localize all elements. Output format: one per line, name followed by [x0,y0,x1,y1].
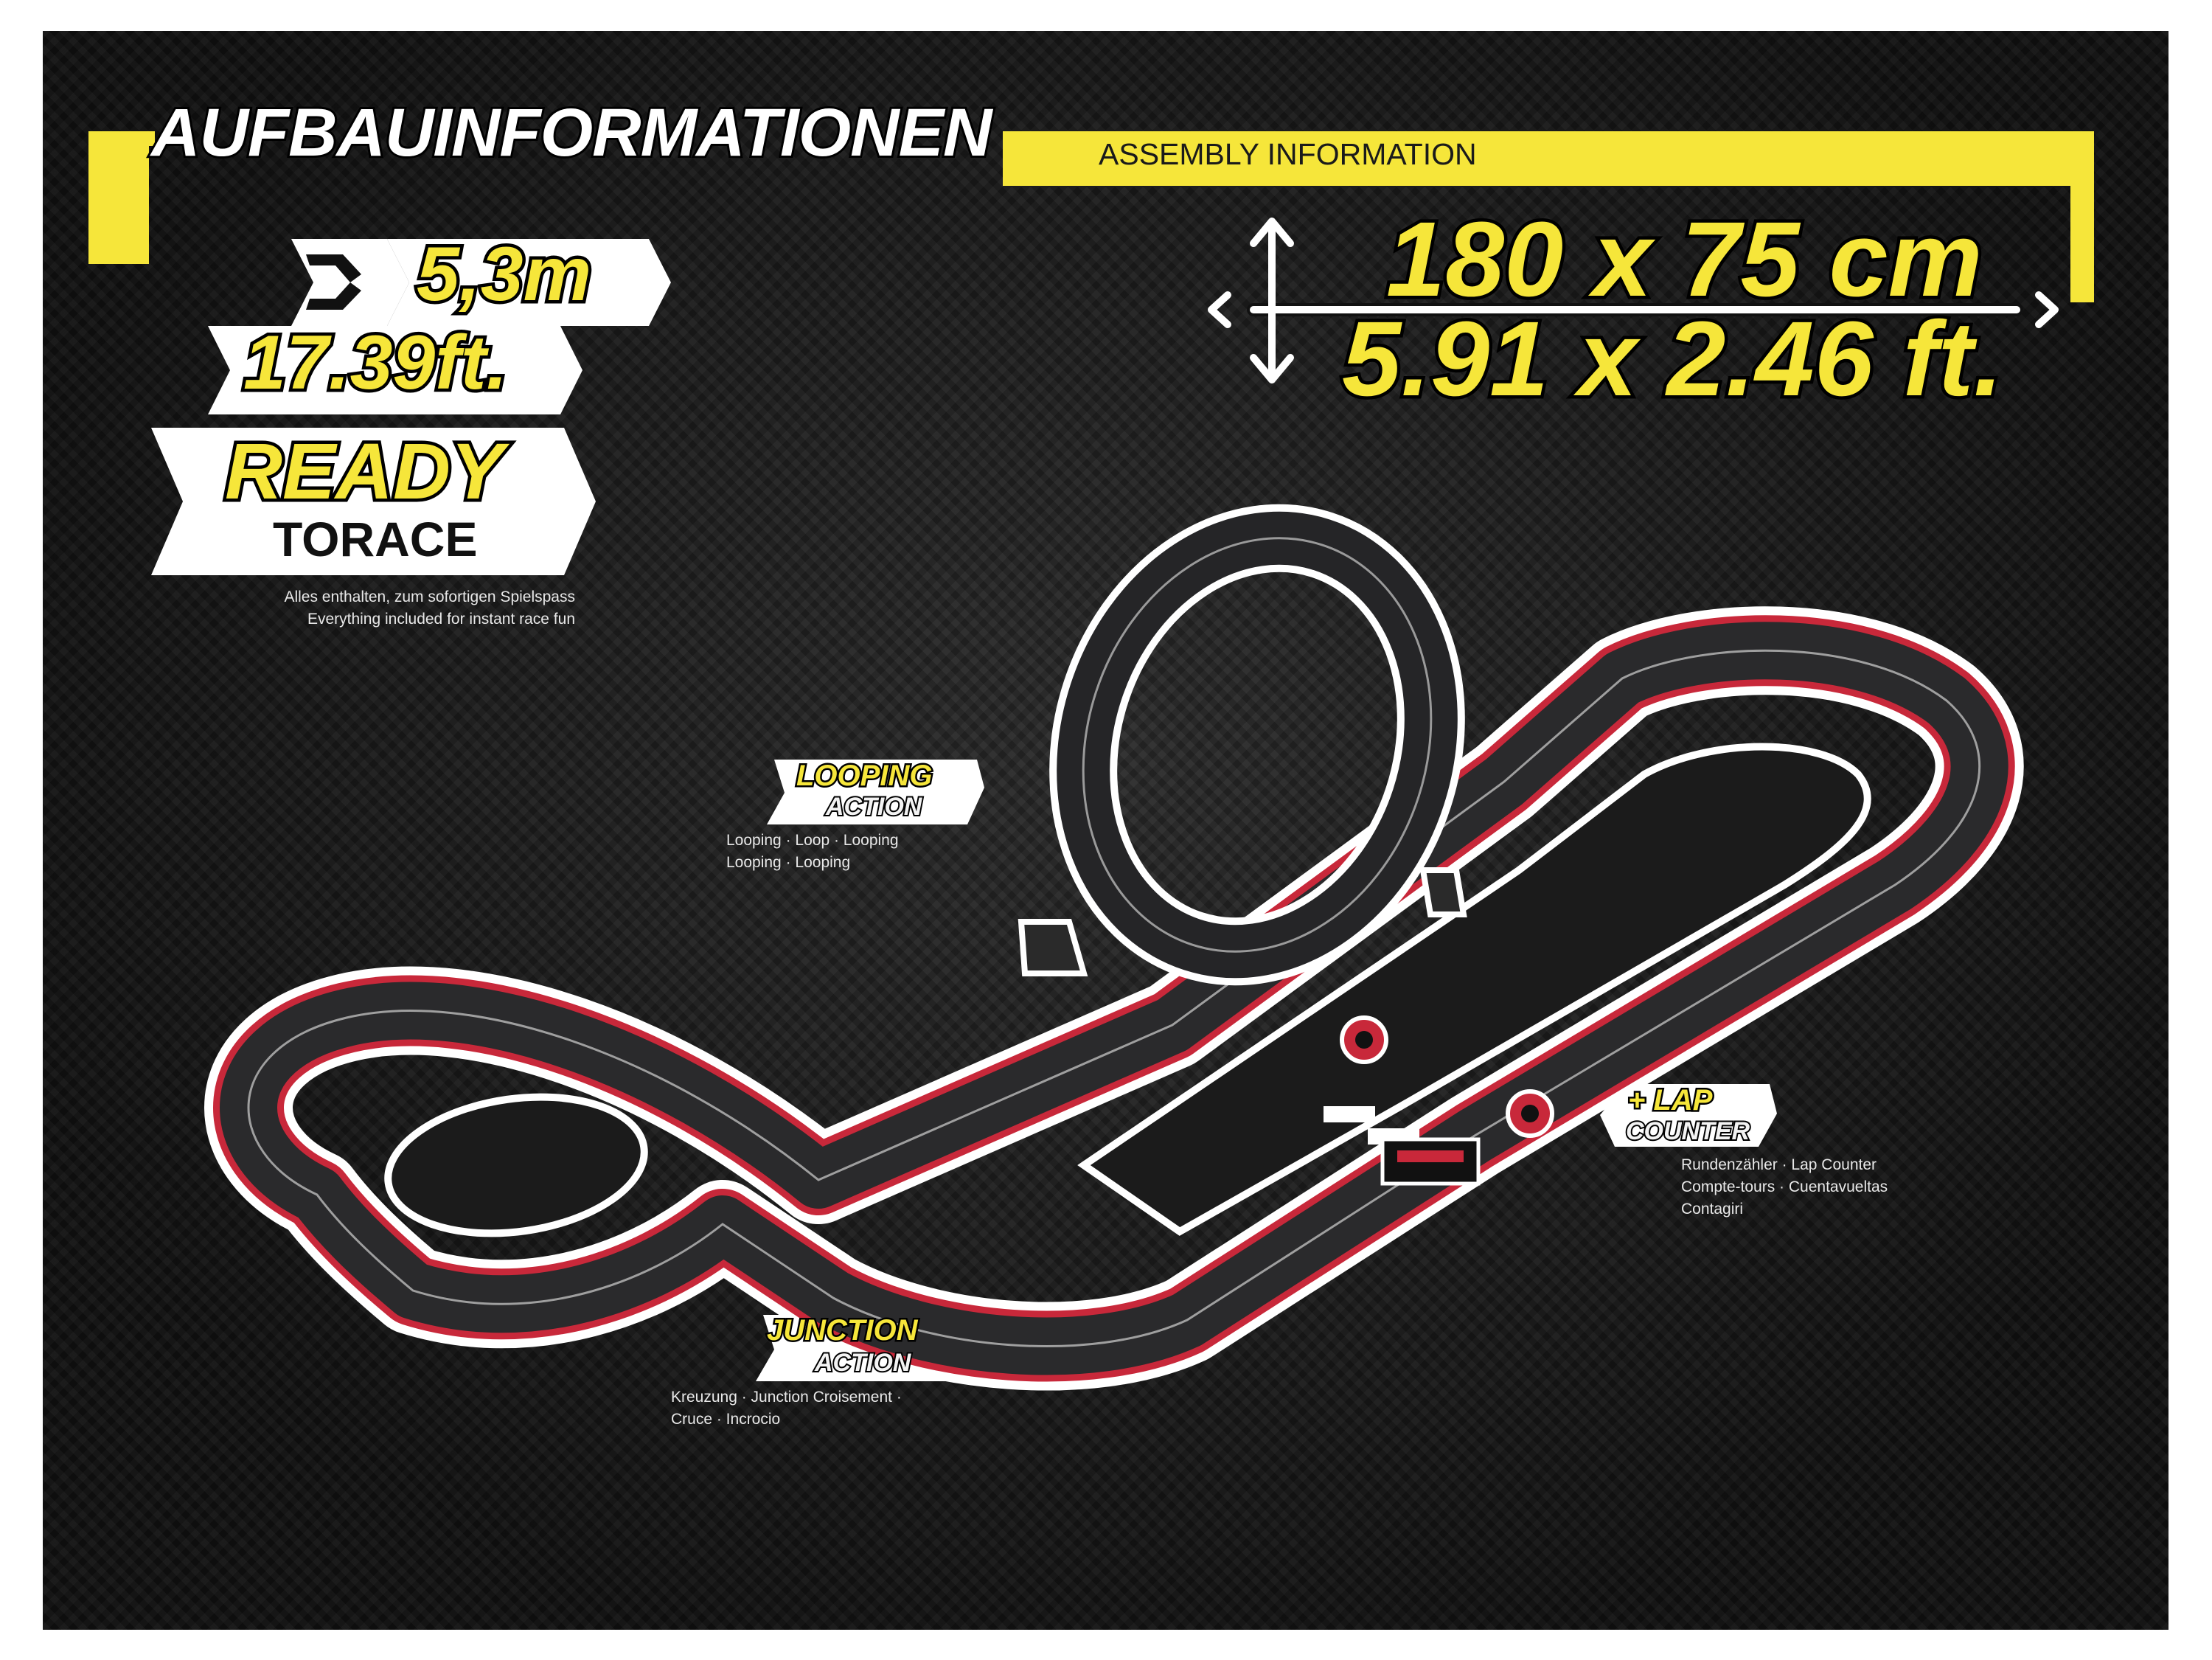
race-track [204,504,2024,1391]
lap-counter-desc-2: Compte-tours · Cuentavueltas [1681,1178,1888,1195]
track-length-feet: 17.39ft. [240,320,510,406]
lap-counter-desc-1: Rundenzähler · Lap Counter [1681,1156,1877,1173]
dimensions-metric: 180 x 75 cm [1383,200,1986,319]
ready-note-de: Alles enthalten, zum sofortigen Spielspa… [284,588,575,605]
to-race-label: TORACE [273,512,478,566]
page-title: AUFBAUINFORMATIONEN [149,93,994,173]
looping-badge [767,760,984,824]
looping-title: LOOPING [794,758,933,794]
track-sections-icon [306,254,361,310]
ready-note-en: Everything included for instant race fun [307,611,575,628]
lap-counter-title: + LAP [1626,1083,1714,1119]
looping-subtitle: ACTION [824,791,923,822]
junction-desc-2: Cruce · Incrocio [671,1411,781,1428]
junction-desc-1: Kreuzung · Junction Croisement · [671,1389,902,1406]
lap-counter-subtitle: COUNTER [1624,1116,1751,1147]
dimensions-imperial: 5.91 x 2.46 ft. [1339,299,2007,418]
ready-to-race-badge [151,428,596,575]
header-frame [88,131,2094,302]
looping-desc-1: Looping · Loop · Looping [726,832,899,849]
junction-subtitle: ACTION [813,1347,912,1378]
track-length-meters: 5,3m [413,232,594,317]
ready-label: READY [221,426,507,515]
page-subtitle: ASSEMBLY INFORMATION [1099,137,1477,171]
lap-counter-badge [1600,1084,1777,1147]
lap-counter-desc-3: Contagiri [1681,1201,1744,1218]
looping-desc-2: Looping · Looping [726,854,851,871]
dimension-arrows-icon [1208,218,2059,383]
junction-title: JUNCTION [765,1313,919,1349]
